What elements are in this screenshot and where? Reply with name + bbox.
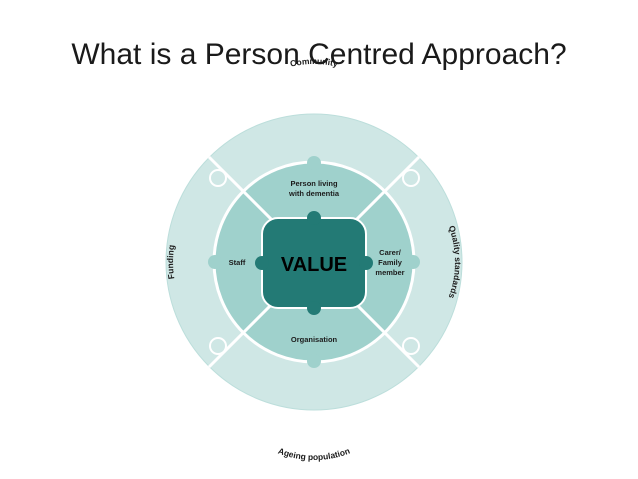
inner-right-line2: Family <box>378 258 403 267</box>
outer-top-label: Community <box>289 56 339 69</box>
inner-left-label: Staff <box>229 258 246 267</box>
outer-puzzle-knobs <box>209 169 420 355</box>
value-label: VALUE <box>281 254 347 276</box>
inner-right-line3: member <box>375 268 404 277</box>
inner-right-line1: Carer/ <box>379 248 402 257</box>
inner-top-line1: Person living <box>290 179 338 188</box>
outer-bottom-label: Ageing population <box>277 446 351 462</box>
inner-bottom-label: Organisation <box>291 335 338 344</box>
outer-left-label: Funding <box>165 244 176 280</box>
value-core <box>255 211 373 315</box>
slide-title: What is a Person Centred Approach? <box>71 38 567 71</box>
inner-top-line2: with dementia <box>288 189 340 198</box>
inner-puzzle-knobs <box>208 156 420 368</box>
